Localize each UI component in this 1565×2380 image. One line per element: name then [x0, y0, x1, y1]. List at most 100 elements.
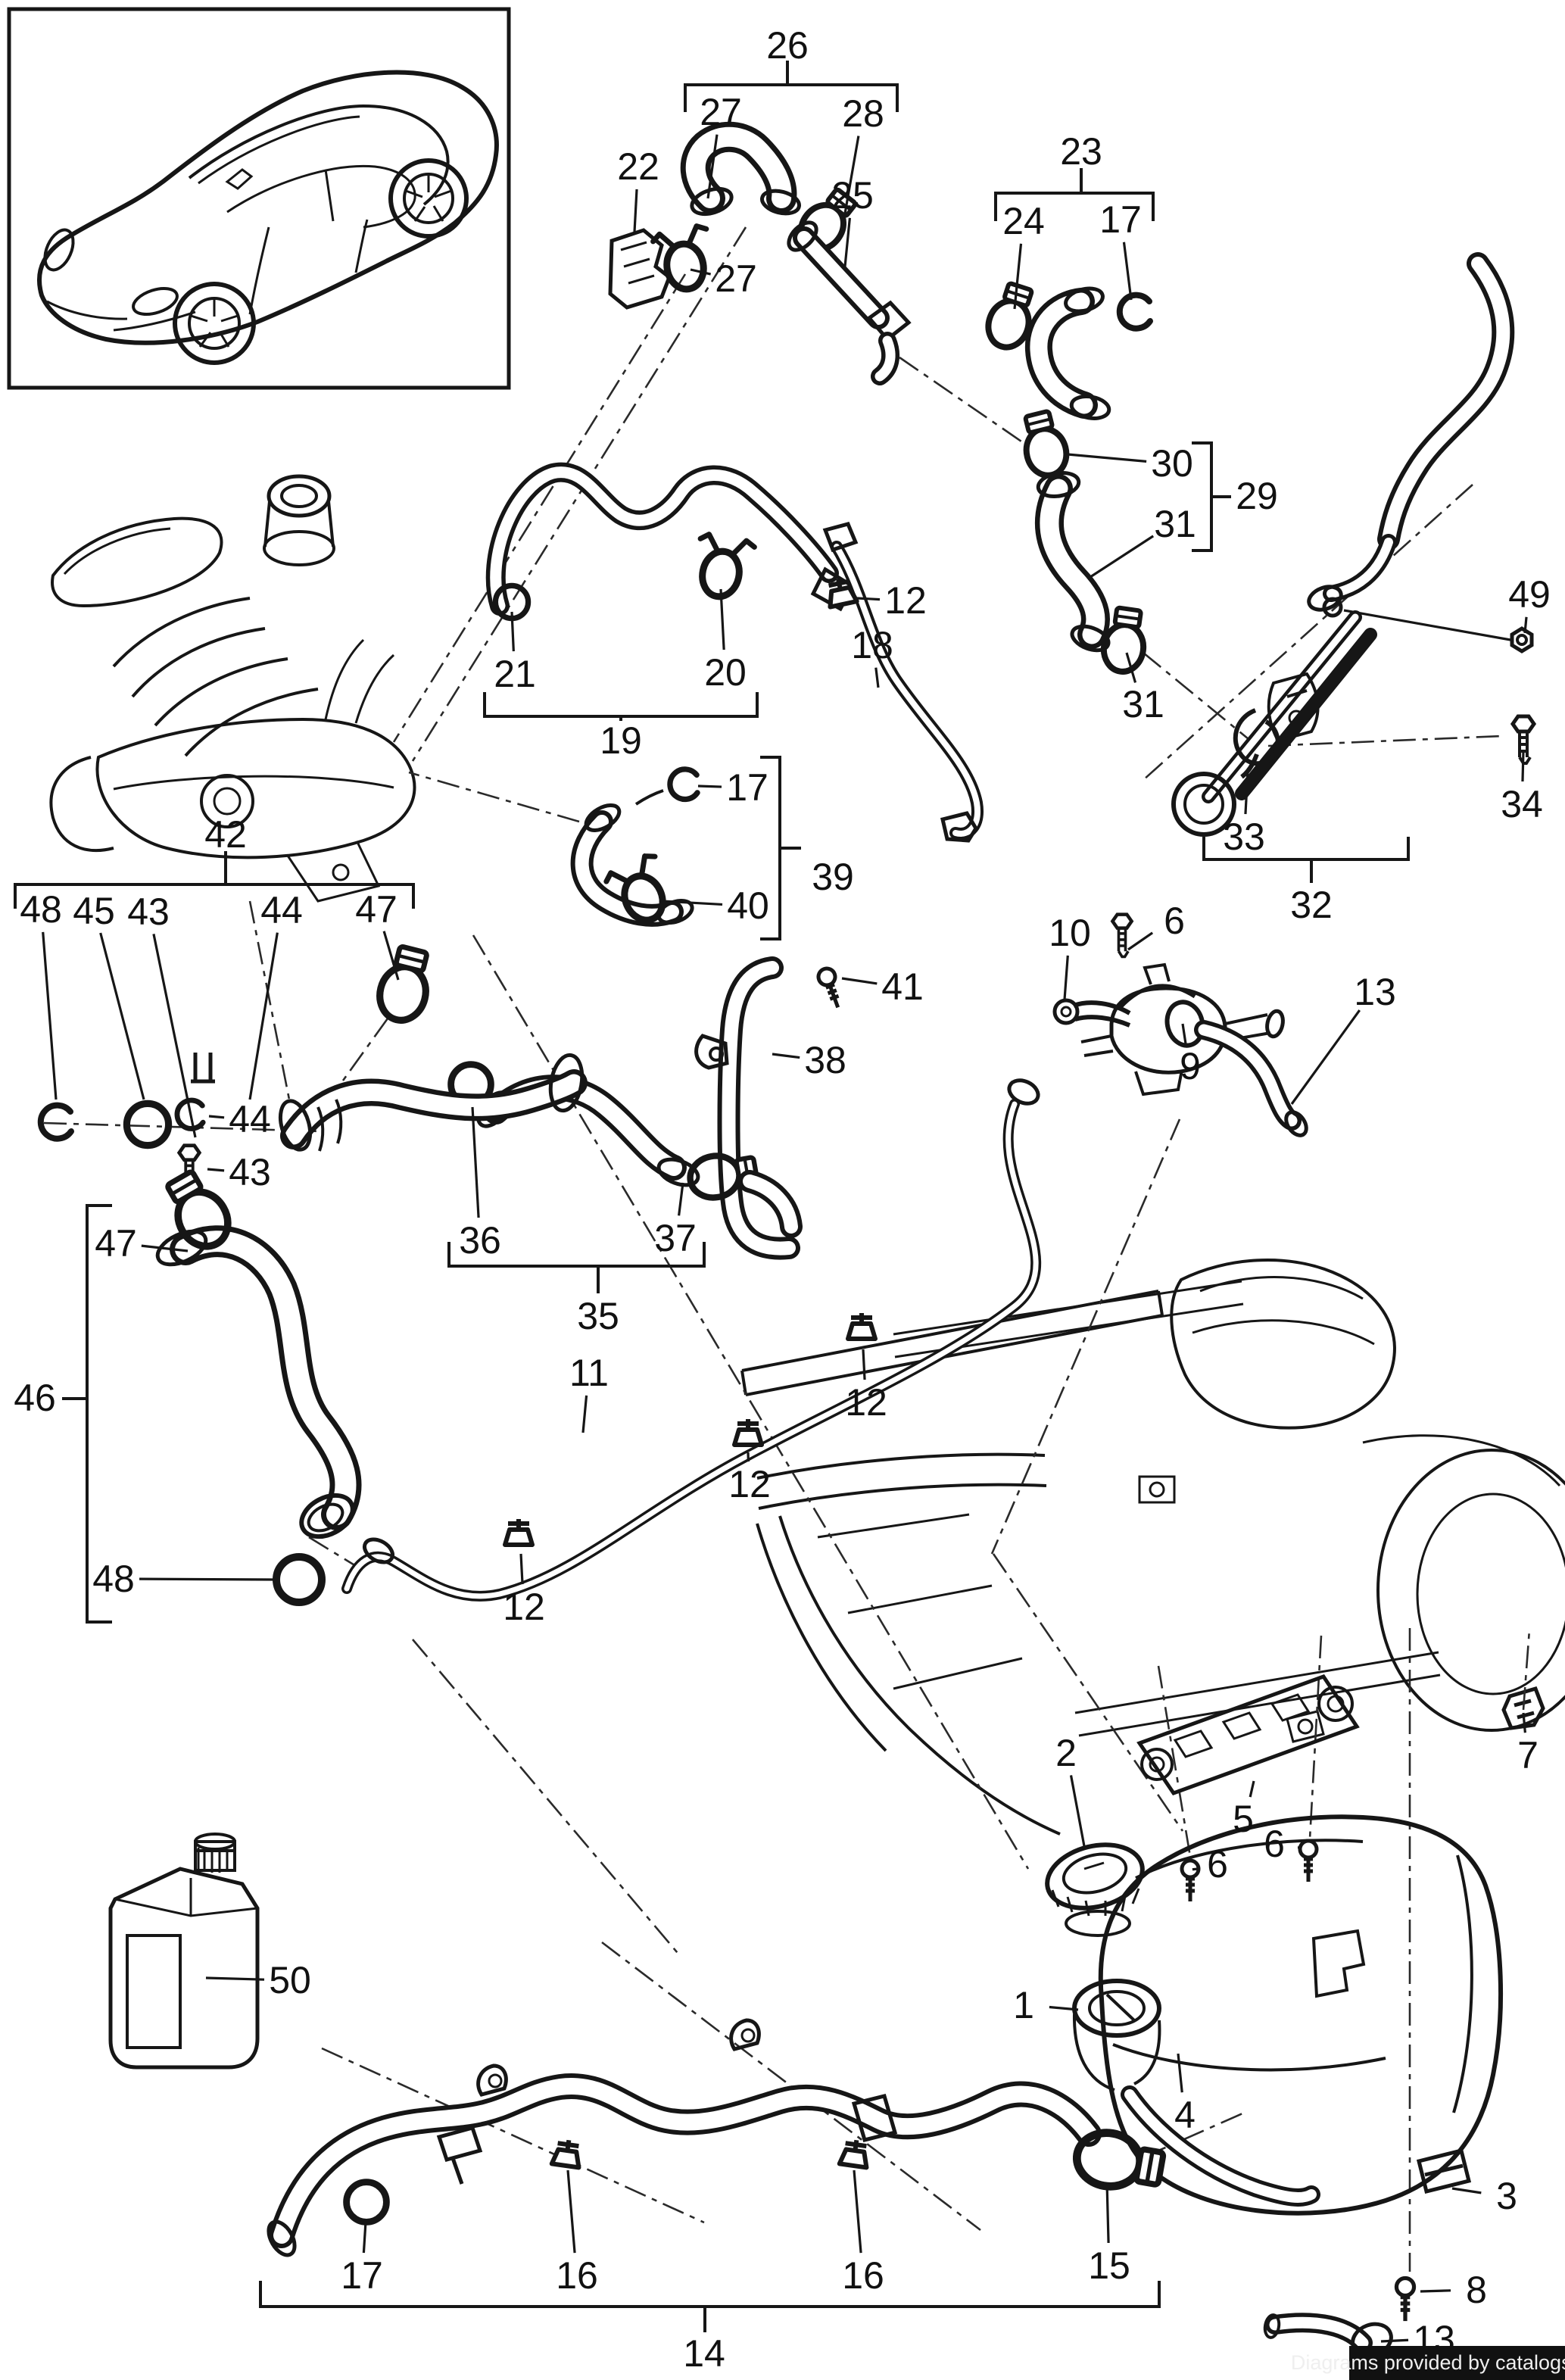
leader-line-31: [1125, 652, 1137, 683]
leader-line-13: [1380, 2338, 1409, 2343]
part-label-43: 43: [127, 891, 170, 933]
part-label-14: 14: [683, 2332, 725, 2375]
part-label-48: 48: [20, 888, 62, 931]
part-label-20: 20: [704, 651, 747, 694]
nut-49-icon: [1512, 629, 1532, 651]
part-label-19: 19: [600, 719, 642, 762]
part-label-4: 4: [1174, 2094, 1196, 2136]
leader-line-43: [207, 1168, 225, 1172]
leader-line-13: [1290, 1009, 1361, 1105]
part-label-35: 35: [577, 1295, 619, 1337]
leader-line-28: [843, 136, 860, 214]
watermark: Diagrams provided by catalogs parts: [1291, 2346, 1565, 2380]
leader-line-1: [1049, 2005, 1079, 2011]
clip-12-icon: [848, 1313, 875, 1339]
leader-line-41: [841, 977, 878, 985]
seal-48-icon: [276, 1557, 322, 1602]
part-label-12: 12: [845, 1381, 887, 1424]
leader-line-45: [99, 932, 145, 1100]
leader-line-37: [678, 1182, 684, 1216]
leader-line-44: [248, 932, 279, 1100]
leader-line-33: [1244, 770, 1249, 815]
clamp-27-icon: [652, 225, 716, 294]
part-label-11: 11: [569, 1352, 609, 1394]
part-label-22: 22: [617, 145, 659, 188]
leader-line-25: [843, 217, 851, 267]
leader-line-44: [208, 1115, 225, 1119]
leader-line-24: [1013, 243, 1023, 310]
leader-line-22: [633, 189, 638, 232]
leader-line-47: [382, 931, 400, 981]
leader-line-15: [1105, 2182, 1110, 2244]
part-label-45: 45: [73, 890, 115, 932]
part-label-40: 40: [727, 884, 769, 927]
bracket-19: [483, 692, 759, 718]
part-label-10: 10: [1049, 912, 1091, 954]
part-label-12: 12: [884, 579, 927, 622]
screw-6-icon: [1182, 1861, 1199, 1901]
clamp-20-icon: [690, 532, 756, 602]
part-label-6: 6: [1207, 1843, 1228, 1886]
part-label-5: 5: [1233, 1798, 1254, 1840]
clip-12-icon: [505, 1519, 532, 1545]
part-label-13: 13: [1354, 971, 1396, 1013]
clip-16-icon: [552, 2138, 582, 2168]
part-label-41: 41: [881, 965, 924, 1008]
leader-line-38: [772, 1053, 800, 1059]
part-label-9: 9: [1180, 1045, 1201, 1087]
part-label-27: 27: [715, 257, 757, 300]
hoses-and-parts: [41, 121, 1534, 2358]
part-label-47: 47: [95, 1222, 137, 1265]
part-label-1: 1: [1013, 1984, 1034, 2026]
leader-line-16: [566, 2169, 576, 2254]
part-label-47: 47: [355, 888, 397, 931]
part-label-34: 34: [1501, 783, 1543, 825]
screw-8-icon: [1396, 2278, 1414, 2321]
part-label-26: 26: [766, 24, 809, 67]
part-label-3: 3: [1496, 2175, 1517, 2217]
bracket-42: [14, 883, 415, 909]
leader-line-27: [706, 134, 719, 199]
leader-line-17: [1122, 242, 1133, 301]
seal-17-icon: [347, 2182, 387, 2222]
part-label-2: 2: [1055, 1732, 1077, 1774]
leader-line-31: [1090, 535, 1155, 579]
leader-line-36: [471, 1106, 480, 1218]
part-label-12: 12: [503, 1586, 545, 1628]
leader-line-50: [205, 1976, 265, 1981]
bracket-35: [447, 1242, 706, 1268]
leader-lines: [42, 134, 1528, 2343]
part-label-6: 6: [1164, 900, 1185, 942]
part-label-15: 15: [1088, 2244, 1130, 2287]
leader-line-21: [510, 611, 515, 652]
clamp-30-icon: [1018, 409, 1071, 479]
part-label-16: 16: [556, 2254, 598, 2297]
leader-line-17: [697, 784, 722, 788]
bracket-26: [684, 83, 899, 112]
leader-line-3: [1451, 2187, 1482, 2194]
lever-10-icon: [1072, 1000, 1131, 1028]
part-label-7: 7: [1517, 1734, 1539, 1776]
clip-7-icon: [1501, 1686, 1545, 1730]
leader-line-16: [853, 2169, 862, 2254]
leader-line-40: [661, 900, 723, 906]
bracket-14: [259, 2281, 1161, 2308]
watermark-text: Diagrams provided by catalogs parts: [1291, 2351, 1565, 2374]
leader-line-6: [1192, 1867, 1199, 1871]
part-label-30: 30: [1151, 442, 1193, 485]
bracket-22-icon: [608, 228, 672, 310]
chassis-structure: [740, 1259, 1565, 1836]
leader-line-12: [862, 1349, 866, 1380]
part-label-50: 50: [269, 1959, 311, 2001]
part-label-12: 12: [728, 1463, 771, 1505]
part-label-16: 16: [842, 2254, 884, 2297]
leader-line-49: [1523, 616, 1528, 634]
part-label-48: 48: [92, 1558, 135, 1600]
part-label-29: 29: [1236, 475, 1278, 517]
part-label-38: 38: [804, 1039, 846, 1081]
part-label-24: 24: [1002, 200, 1045, 242]
leader-line-10: [1063, 955, 1069, 1000]
leader-line-9: [1181, 1023, 1187, 1044]
clip-16-icon: [840, 2138, 870, 2168]
